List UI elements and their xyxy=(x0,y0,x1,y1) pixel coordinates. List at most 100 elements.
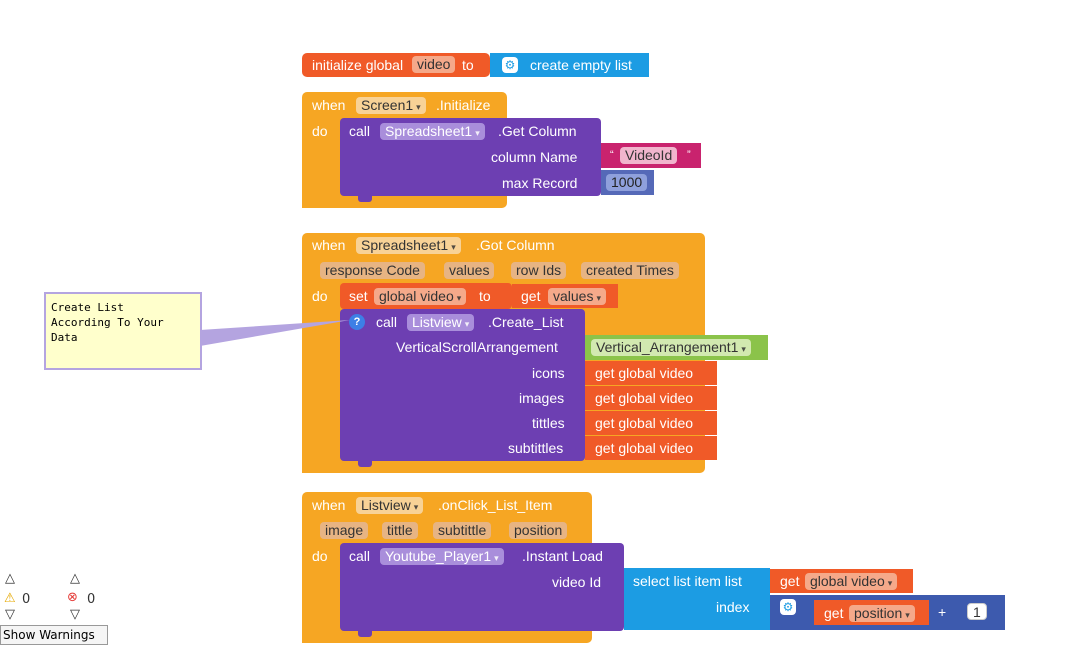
param-tittle[interactable]: tittle xyxy=(382,522,418,539)
get-global-video-block[interactable]: get global video▾ xyxy=(770,569,913,593)
arg-label-images: images xyxy=(519,390,565,406)
initialize-global-block[interactable]: initialize global video to xyxy=(302,53,490,77)
set-var-dropdown[interactable]: global video▾ xyxy=(374,288,467,305)
create-empty-list-label: create empty list xyxy=(530,57,632,73)
param-row-ids[interactable]: row Ids xyxy=(511,262,567,279)
warning-count: 0 xyxy=(22,592,31,607)
get-global-video-block-icons[interactable]: get global video xyxy=(585,361,717,385)
get-position-name: position xyxy=(854,605,903,621)
set-var-name: global video xyxy=(379,288,454,304)
select-list-item-label: select list item list xyxy=(633,573,742,589)
to-label: to xyxy=(462,57,474,73)
get-label: get xyxy=(780,573,800,589)
arg-label-vertical-scroll: VerticalScrollArrangement xyxy=(396,339,558,355)
arg-label-subtittles: subtittles xyxy=(508,440,564,456)
to-label: to xyxy=(479,288,491,304)
text-string-block[interactable]: “ VideoId ” xyxy=(601,143,701,168)
when-label: when xyxy=(312,497,346,513)
close-quote: ” xyxy=(687,149,691,161)
set-global-video-block[interactable]: set global video▾ to xyxy=(340,283,512,309)
get-values-block[interactable]: get values▾ xyxy=(512,284,618,308)
get-global-video-block-tittles[interactable]: get global video xyxy=(585,411,717,435)
onclick-event-label: .onClick_List_Item xyxy=(438,497,553,513)
warning-prev-icon[interactable]: △ xyxy=(5,571,15,586)
screen-component-name: Screen1 xyxy=(361,97,414,113)
instant-load-method-label: .Instant Load xyxy=(522,548,603,564)
do-label: do xyxy=(312,288,328,304)
get-position-dropdown[interactable]: position▾ xyxy=(849,605,915,622)
comment-bubble[interactable]: Create List According To Your Data xyxy=(44,292,202,370)
chevron-down-icon: ▾ xyxy=(464,319,470,329)
param-image[interactable]: image xyxy=(320,522,369,539)
param-response-code[interactable]: response Code xyxy=(320,262,425,279)
param-position[interactable]: position xyxy=(509,522,568,539)
get-global-video-block-subtittles[interactable]: get global video xyxy=(585,436,717,460)
get-var-dropdown[interactable]: values▾ xyxy=(548,288,606,305)
vertical-arrangement-name: Vertical_Arrangement1 xyxy=(596,339,739,355)
set-label: set xyxy=(349,288,368,304)
get-global-video-label: get global video xyxy=(595,415,694,431)
initialize-event-label: .Initialize xyxy=(436,97,491,113)
gear-icon[interactable]: ⚙ xyxy=(780,599,796,615)
chevron-down-icon: ▾ xyxy=(456,293,462,303)
get-label: get xyxy=(521,288,541,304)
listview-event-dropdown[interactable]: Listview▾ xyxy=(356,497,424,514)
get-global-video-label: get global video xyxy=(595,440,694,456)
show-warnings-button[interactable]: Show Warnings xyxy=(0,625,108,645)
addend-number-field[interactable]: 1 xyxy=(967,603,987,620)
screen-component-dropdown[interactable]: Screen1▾ xyxy=(356,97,426,114)
create-list-method-label: .Create_List xyxy=(488,314,564,330)
max-record-label: max Record xyxy=(502,175,578,191)
index-label: index xyxy=(716,599,750,615)
chevron-down-icon: ▾ xyxy=(596,293,601,303)
chevron-down-icon: ▾ xyxy=(741,344,746,354)
spreadsheet-event-component-name: Spreadsheet1 xyxy=(361,237,449,253)
column-name-value[interactable]: VideoId xyxy=(620,147,678,164)
spreadsheet-component-name: Spreadsheet1 xyxy=(385,123,473,139)
column-name-label: column Name xyxy=(491,149,578,165)
create-list-call-block[interactable]: ? call Listview▾ .Create_List VerticalSc… xyxy=(340,309,585,467)
chevron-down-icon: ▾ xyxy=(475,128,480,138)
do-label: do xyxy=(312,123,328,139)
spreadsheet-component-dropdown[interactable]: Spreadsheet1▾ xyxy=(380,123,485,140)
chevron-down-icon: ▾ xyxy=(413,502,419,512)
listview-component-name: Listview xyxy=(412,314,462,330)
get-global-video-dropdown[interactable]: global video▾ xyxy=(805,573,898,590)
create-empty-list-block[interactable]: ⚙ create empty list xyxy=(490,53,649,77)
error-count: 0 xyxy=(87,592,96,607)
block-notch xyxy=(358,196,372,202)
get-global-video-label: get global video xyxy=(595,390,694,406)
chevron-down-icon: ▾ xyxy=(451,242,456,252)
instant-load-call-block[interactable]: call Youtube_Player1▾ .Instant Load vide… xyxy=(340,543,624,637)
gear-icon[interactable]: ⚙ xyxy=(502,57,518,73)
vertical-arrangement-dropdown[interactable]: Vertical_Arrangement1▾ xyxy=(591,339,751,356)
max-record-value[interactable]: 1000 xyxy=(606,174,648,191)
number-block[interactable]: 1000 xyxy=(601,170,654,195)
get-column-method-label: .Get Column xyxy=(498,123,577,139)
chevron-down-icon: ▾ xyxy=(494,553,499,563)
param-created-times[interactable]: created Times xyxy=(581,262,679,279)
youtube-player-dropdown[interactable]: Youtube_Player1▾ xyxy=(380,548,504,565)
when-label: when xyxy=(312,237,346,253)
listview-component-dropdown[interactable]: Listview▾ xyxy=(407,314,475,331)
when-label: when xyxy=(312,97,346,113)
warning-next-icon[interactable]: ▽ xyxy=(5,607,15,622)
select-list-item-block[interactable]: select list item list index xyxy=(624,568,770,630)
error-next-icon[interactable]: ▽ xyxy=(70,607,80,622)
get-global-video-block-images[interactable]: get global video xyxy=(585,386,717,410)
chevron-down-icon: ▾ xyxy=(905,610,910,620)
error-prev-icon[interactable]: △ xyxy=(70,571,80,586)
get-column-call-block[interactable]: call Spreadsheet1▾ .Get Column column Na… xyxy=(340,118,601,202)
spreadsheet-event-dropdown[interactable]: Spreadsheet1▾ xyxy=(356,237,461,254)
global-var-name-field[interactable]: video xyxy=(412,56,456,73)
block-notch xyxy=(358,631,372,637)
help-icon[interactable]: ? xyxy=(349,314,365,330)
video-id-label: video Id xyxy=(552,574,602,590)
get-position-block[interactable]: get position▾ xyxy=(814,600,929,625)
param-subtittle[interactable]: subtittle xyxy=(433,522,492,539)
param-values[interactable]: values xyxy=(444,262,495,279)
vertical-arrangement-component-block[interactable]: Vertical_Arrangement1▾ xyxy=(585,335,768,360)
listview-event-component-name: Listview xyxy=(361,497,411,513)
chevron-down-icon: ▾ xyxy=(887,578,893,588)
